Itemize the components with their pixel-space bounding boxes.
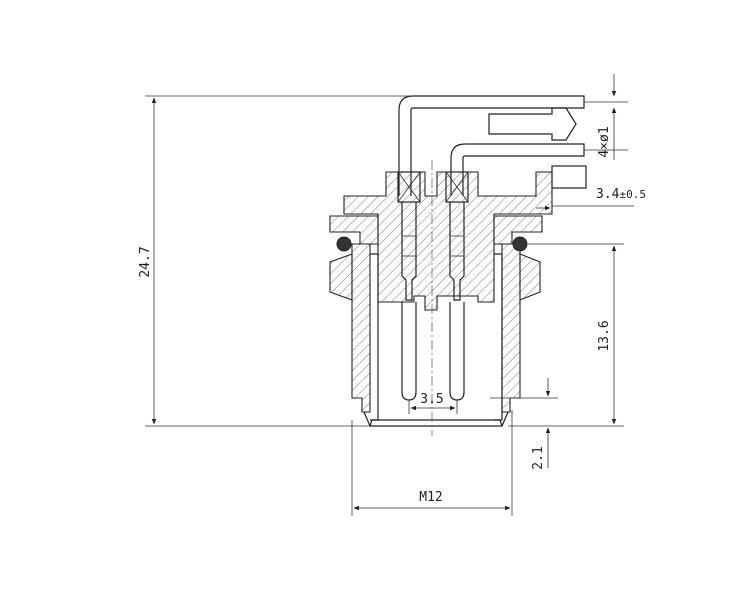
- dim-pin-pitch: 3.5: [408, 392, 458, 414]
- o-ring-right: [512, 236, 528, 252]
- contact-cross-right: [445, 171, 469, 203]
- o-ring-left: [336, 236, 352, 252]
- dim-overall-height: 24.7: [138, 95, 410, 427]
- dim-pcb-offset: 3.4±0.5: [536, 187, 646, 211]
- dim-body-height-label: 13.6: [597, 320, 612, 351]
- dim-pin-protrusion: 2.1: [490, 378, 558, 470]
- bent-pin-outer: [398, 95, 585, 196]
- coupling-nut-right: [519, 253, 541, 301]
- connector-body: [329, 171, 553, 311]
- dim-body-height: 13.6: [508, 243, 624, 427]
- dim-overall-height-label: 24.7: [138, 246, 153, 277]
- coupling-nut-left: [329, 253, 353, 301]
- dim-pin-diameter: 4×ø1: [584, 74, 628, 160]
- dim-pin-protrusion-label: 2.1: [531, 446, 546, 469]
- dim-pcb-offset-label: 3.4±0.5: [596, 187, 646, 202]
- dim-pin-diameter-label: 4×ø1: [597, 126, 612, 157]
- dim-pin-pitch-label: 3.5: [420, 392, 443, 407]
- contact-cross-left: [397, 171, 421, 203]
- dim-thread-label: M12: [419, 490, 442, 505]
- dim-thread: M12: [351, 410, 513, 516]
- outer-shell: [351, 243, 521, 427]
